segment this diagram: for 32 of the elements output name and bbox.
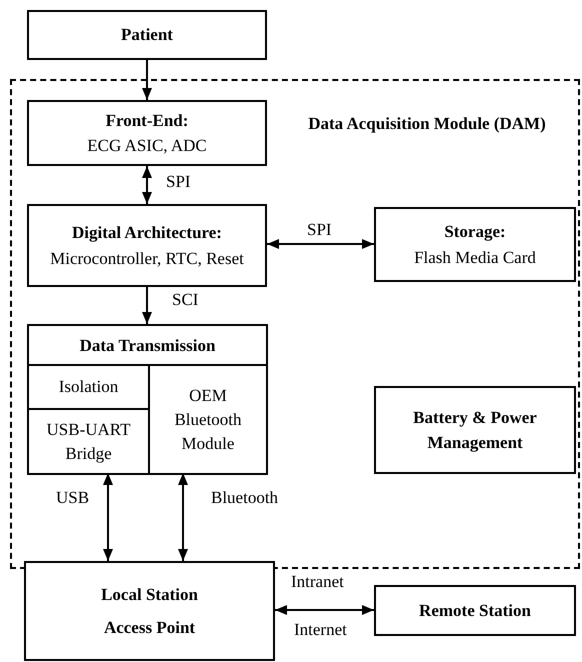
process-box [374,585,576,636]
box-text: Local Station Access Point [100,584,199,639]
module-boundary [10,79,580,569]
module-title: Data Acquisition Module (DAM) [307,113,547,135]
box-text: USB-UART Bridge [46,418,132,465]
process-box [374,207,576,282]
process-box [27,204,267,287]
box-text: Data Transmission [29,326,266,366]
box-heading: Storage: [444,221,506,243]
box-text: OEM Bluetooth Module [173,384,243,454]
box-text: Battery & Power Management [412,407,538,454]
arrow [275,605,374,615]
box-text: Flash Media Card [414,246,536,268]
arrow [178,473,188,561]
arrow [267,239,374,249]
box-text: Remote Station [419,600,531,622]
box-heading: Digital Architecture: [72,222,222,244]
process-box [24,561,275,661]
box-text: Patient [121,24,173,46]
arrow [142,166,152,204]
process-box [374,386,576,474]
box-text: Isolation [58,376,118,398]
arrow [142,60,152,100]
process-box [27,10,267,60]
box-heading: Front-End: [106,110,188,132]
process-box [29,366,150,410]
arrow [103,473,113,561]
box-text: ECG ASIC, ADC [87,135,207,157]
process-box [27,324,268,475]
box-text: Microcontroller, RTC, Reset [50,248,244,270]
arrow [142,287,152,324]
process-box [27,100,267,166]
